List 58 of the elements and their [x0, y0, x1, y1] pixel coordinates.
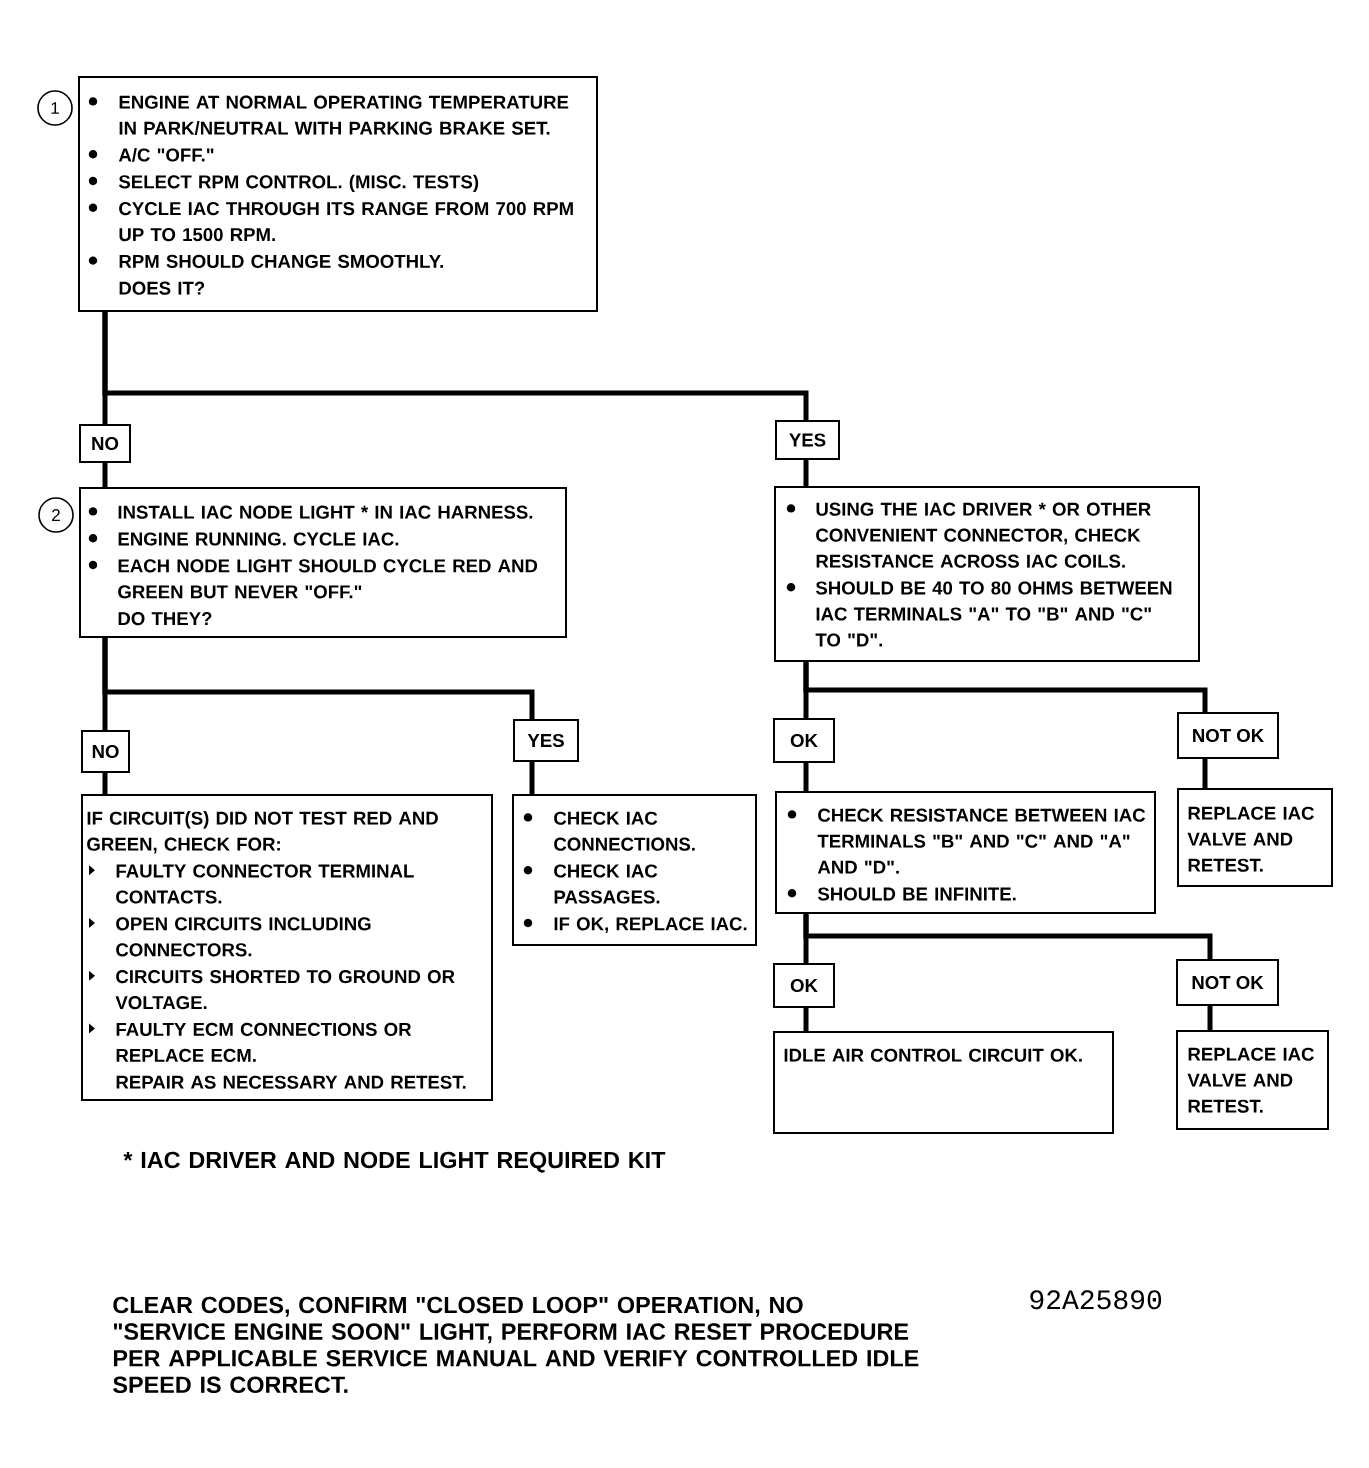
process-box — [81, 794, 493, 1101]
instruction-text: REPLACE IAC VALVE AND RETEST. — [1187, 806, 1314, 872]
process-box — [78, 76, 598, 312]
figure-number: 92A25890 — [1030, 1290, 1162, 1310]
instruction-text: SHOULD BE INFINITE. — [817, 887, 1016, 901]
process-box — [774, 486, 1200, 662]
instruction-text: REPAIR AS NECESSARY AND RETEST. — [116, 1075, 466, 1089]
branch-label-box: NOT OK — [1176, 959, 1279, 1006]
instruction-text: SELECT RPM CONTROL. (MISC. TESTS) — [118, 174, 479, 193]
instruction-text: ENGINE AT NORMAL OPERATING TEMPERATURE IN PARK/NEUTRAL WITH PARKING BRAKE SET. — [119, 95, 569, 135]
instruction-text: IF OK, REPLACE IAC. — [554, 917, 747, 934]
instruction-text: OPEN CIRCUITS INCLUDING CONNECTORS. — [116, 917, 371, 957]
connector-line — [803, 460, 809, 486]
branch-label-box: NOT OK — [1177, 712, 1279, 759]
instruction-text: USING THE IAC DRIVER * OR OTHER CONVENIENT CONNECTOR, CHECK RESISTANCE ACROSS IAC COILS. — [816, 502, 1151, 568]
instruction-text: DO THEY? — [118, 612, 212, 626]
instruction-text: A/C "OFF." — [118, 147, 214, 162]
closing-instruction-text: CLEAR CODES, CONFIRM "CLOSED LOOP" OPERATION, NO "SERVICE ENGINE SOON" LIGHT, PERFORM IAC RESET PROCEDURE PER APPLICABLE SERVICE MANUAL AND VERIFY CONTROLLED IDLE SPEED IS CORRECT. — [113, 1296, 919, 1394]
connector-line — [803, 763, 809, 791]
process-box — [1177, 788, 1333, 887]
connector-line — [529, 762, 535, 794]
instruction-text: REPLACE IAC VALVE AND RETEST. — [1187, 1047, 1314, 1113]
instruction-text: FAULTY ECM CONNECTIONS OR REPLACE ECM. — [116, 1022, 412, 1062]
instruction-text: CHECK RESISTANCE BETWEEN IAC TERMINALS "B" AND "C" AND "A" AND "D". — [817, 808, 1146, 874]
instruction-text: DOES IT? — [119, 281, 205, 295]
connector-line — [803, 1008, 809, 1031]
instruction-text: SHOULD BE 40 TO 80 OHMS BETWEEN IAC TERMINALS "A" TO "B" AND "C" TO "D". — [815, 581, 1172, 647]
branch-label-box: OK — [773, 718, 835, 763]
branch-label-box: OK — [773, 963, 835, 1008]
instruction-text: CHECK IAC CONNECTIONS. — [554, 811, 695, 851]
branch-label-box: NO — [79, 424, 131, 463]
instruction-text: EACH NODE LIGHT SHOULD CYCLE RED AND GREEN BUT NEVER "OFF." — [118, 559, 538, 599]
connector-line — [102, 638, 535, 719]
instruction-text: IF CIRCUIT(S) DID NOT TEST RED AND GREEN, CHECK FOR: — [87, 811, 438, 854]
instruction-text: INSTALL IAC NODE LIGHT * IN IAC HARNESS. — [118, 505, 533, 519]
connector-line — [102, 773, 108, 794]
instruction-text: CIRCUITS SHORTED TO GROUND OR VOLTAGE. — [115, 970, 455, 1010]
instruction-text: RPM SHOULD CHANGE SMOOTHLY. — [119, 254, 443, 268]
connector-line — [803, 662, 1208, 712]
branch-label-box: YES — [775, 420, 840, 460]
connector-line — [803, 914, 1213, 959]
connector-line — [1202, 759, 1208, 788]
process-box — [79, 487, 567, 638]
branch-label-box: YES — [513, 719, 579, 762]
instruction-text: CYCLE IAC THROUGH ITS RANGE FROM 700 RPM UP TO 1500 RPM. — [119, 202, 573, 242]
process-box — [773, 1031, 1114, 1134]
connector-line — [102, 312, 809, 420]
process-box — [1176, 1030, 1329, 1130]
branch-label-box: NO — [81, 730, 130, 773]
connector-line — [102, 463, 108, 487]
process-box — [512, 794, 757, 946]
instruction-text: FAULTY CONNECTOR TERMINAL CONTACTS. — [116, 864, 414, 904]
instruction-text: IDLE AIR CONTROL CIRCUIT OK. — [784, 1048, 1082, 1062]
instruction-text: ENGINE RUNNING. CYCLE IAC. — [118, 532, 399, 546]
connector-line — [1207, 1006, 1213, 1030]
instruction-text: CHECK IAC PASSAGES. — [554, 864, 660, 904]
process-box — [775, 791, 1156, 914]
footnote-text: * IAC DRIVER AND NODE LIGHT REQUIRED KIT — [123, 1151, 666, 1173]
